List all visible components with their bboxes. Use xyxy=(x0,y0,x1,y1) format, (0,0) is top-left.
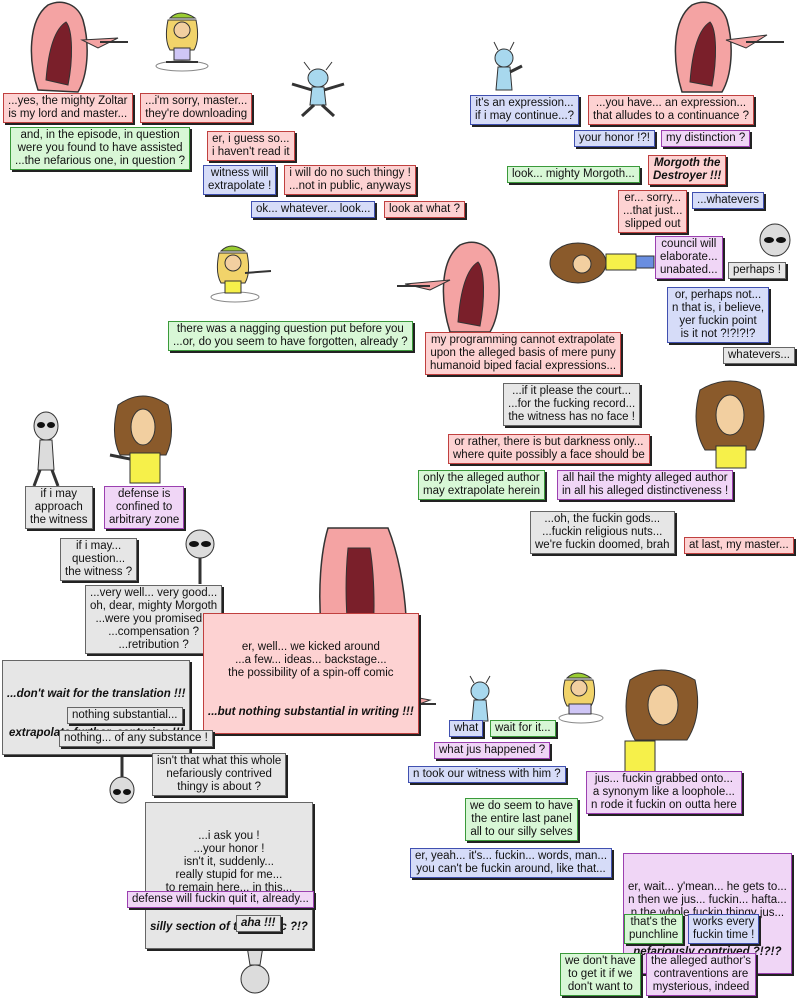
speech-bubble: aha !!! xyxy=(236,915,281,932)
speech-bubble: er, well... we kicked around ...a few...… xyxy=(203,613,419,734)
speech-bubble: nothing... of any substance ! xyxy=(59,730,213,747)
grey-alien-figure xyxy=(759,223,791,257)
speech-bubble: ...very well... very good... oh, dear, m… xyxy=(85,585,223,654)
author-figure xyxy=(624,669,699,774)
speech-bubble: my programming cannot extrapolate upon t… xyxy=(425,332,622,375)
speech-bubble: there was a nagging question put before … xyxy=(168,321,413,351)
speech-bubble: or rather, there is but darkness only...… xyxy=(448,434,650,464)
speech-bubble: only the alleged author may extrapolate … xyxy=(418,470,545,500)
speech-bubble: ok... whatever... look... xyxy=(251,201,376,218)
zoltar-robot-figure xyxy=(397,241,500,333)
speech-bubble: what xyxy=(449,720,484,737)
speech-bubble: what jus happened ? xyxy=(434,742,551,759)
speech-bubble: i will do no such thingy ! ...not in pub… xyxy=(284,165,417,195)
speech-bubble: your honor !?! xyxy=(574,130,655,147)
grey-alien-figure xyxy=(32,411,60,487)
speech-bubble: look at what ? xyxy=(384,201,465,218)
speech-bubble: isn't that what this whole nefariously c… xyxy=(152,753,287,796)
speech-bubble: that's the punchline xyxy=(624,914,684,944)
speech-bubble: ...yes, the mighty Zoltar is my lord and… xyxy=(3,93,133,123)
bubble-line: silly section of the comic ?!? xyxy=(150,921,308,933)
speech-bubble: works every fuckin time ! xyxy=(688,914,760,944)
bubble-line: er, well... we kicked around ...a few...… xyxy=(228,641,394,679)
speech-bubble: we don't have to get it if we don't want… xyxy=(560,953,641,996)
speech-bubble: er, i guess so... i haven't read it xyxy=(207,131,295,161)
speech-bubble: at last, my master... xyxy=(684,537,794,554)
speech-bubble: n took our witness with him ? xyxy=(408,766,566,783)
speech-bubble: wait for it... xyxy=(490,720,556,737)
speech-bubble: ...whatevers xyxy=(692,192,764,209)
speech-bubble: it's an expression... if i may continue.… xyxy=(470,95,580,125)
blue-alien-figure xyxy=(493,41,523,91)
author-kid-figure xyxy=(558,672,604,724)
speech-bubble: whatevers... xyxy=(723,347,795,364)
author-kid-figure xyxy=(210,245,272,303)
speech-bubble: council will elaborate... unabated... xyxy=(655,236,723,279)
grey-alien-figure xyxy=(109,752,135,804)
speech-bubble: ...i ask you ! ...your honor ! isn't it,… xyxy=(145,802,313,949)
speech-bubble: look... mighty Morgoth... xyxy=(507,166,640,183)
speech-bubble: or, perhaps not... n that is, i believe,… xyxy=(667,287,770,343)
zoltar-robot-figure xyxy=(674,1,784,93)
speech-bubble: and, in the episode, in question were yo… xyxy=(10,127,191,170)
speech-bubble: the alleged author's contraventions are … xyxy=(646,953,757,996)
speech-bubble: Morgoth the Destroyer !!! xyxy=(648,155,727,185)
blue-alien-figure xyxy=(469,675,491,722)
speech-bubble: if i may approach the witness xyxy=(25,486,93,529)
speech-bubble: er, yeah... it's... fuckin... words, man… xyxy=(410,848,613,878)
zoltar-robot-figure xyxy=(30,1,128,93)
bubble-line: ...don't wait for the translation !!! xyxy=(7,688,186,700)
speech-bubble: my distinction ? xyxy=(661,130,751,147)
speech-bubble: perhaps ! xyxy=(728,262,786,279)
speech-bubble: ...if it please the court... ...for the … xyxy=(503,383,641,426)
speech-bubble: nothing substantial... xyxy=(67,707,183,724)
speech-bubble: ...i'm sorry, master... they're download… xyxy=(140,93,253,123)
speech-bubble: defense is confined to arbitrary zone xyxy=(104,486,185,529)
grey-alien-figure xyxy=(185,529,215,584)
speech-bubble: er... sorry... ...that just... slipped o… xyxy=(618,190,688,233)
author-kid-figure xyxy=(155,12,209,72)
speech-bubble: ...oh, the fuckin gods... ...fuckin reli… xyxy=(530,511,675,554)
bubble-line: ...i ask you ! ...your honor ! isn't it,… xyxy=(165,830,293,894)
speech-bubble: we do seem to have the entire last panel… xyxy=(465,798,578,841)
author-figure xyxy=(695,380,765,469)
bubble-line: ...but nothing substantial in writing !!… xyxy=(208,706,414,718)
speech-bubble: if i may... question... the witness ? xyxy=(60,538,138,581)
speech-bubble: all hail the mighty alleged author in al… xyxy=(557,470,734,500)
lying-author-figure xyxy=(549,242,655,284)
author-figure xyxy=(109,395,172,484)
speech-bubble: ...you have... an expression... that all… xyxy=(588,95,755,125)
speech-bubble: jus... fuckin grabbed onto... a synonym … xyxy=(586,771,742,814)
blue-alien-figure xyxy=(291,61,345,118)
speech-bubble: witness will extrapolate ! xyxy=(203,165,277,195)
speech-bubble: defense will fuckin quit it, already... xyxy=(127,891,314,908)
